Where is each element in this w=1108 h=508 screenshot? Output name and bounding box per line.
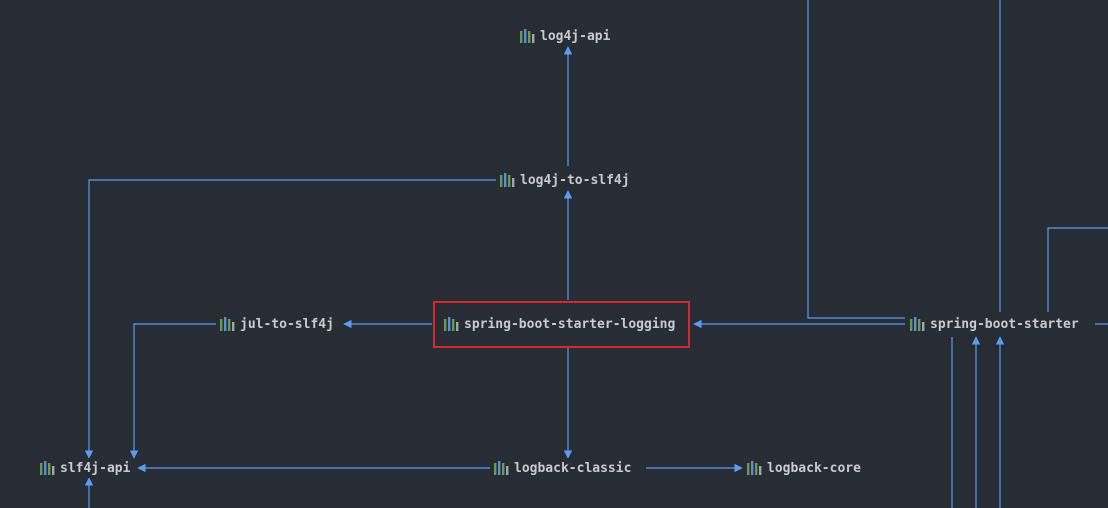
node-log4j-api[interactable]: log4j-api xyxy=(516,26,614,46)
node-log4j-to-slf4j[interactable]: log4j-to-slf4j xyxy=(496,170,633,190)
selected-node-highlight xyxy=(433,301,690,348)
node-label: log4j-to-slf4j xyxy=(520,172,630,188)
node-label: logback-classic xyxy=(514,460,632,476)
edge-offscreen-top-1 xyxy=(807,0,905,319)
maven-module-icon xyxy=(493,461,510,475)
maven-module-icon xyxy=(443,317,460,331)
maven-module-icon xyxy=(499,173,516,187)
node-spring-boot-starter[interactable]: spring-boot-starter xyxy=(906,314,1082,334)
node-label: logback-core xyxy=(767,460,861,476)
edge-offscreen-right xyxy=(1047,227,1108,312)
maven-module-icon xyxy=(909,317,926,331)
edge-log4j-to-slf4j-to-slf4j-api xyxy=(84,179,497,459)
node-label: spring-boot-starter xyxy=(930,316,1079,332)
edge-jul-to-slf4j-to-slf4j-api xyxy=(129,323,217,459)
maven-module-icon xyxy=(219,317,236,331)
maven-module-icon xyxy=(39,461,56,475)
node-logback-classic[interactable]: logback-classic xyxy=(490,458,635,478)
node-spring-boot-starter-logging[interactable]: spring-boot-starter-logging xyxy=(440,314,679,334)
node-label: spring-boot-starter-logging xyxy=(464,316,676,332)
node-logback-core[interactable]: logback-core xyxy=(743,458,864,478)
node-jul-to-slf4j[interactable]: jul-to-slf4j xyxy=(216,314,337,334)
node-label: slf4j-api xyxy=(60,460,131,476)
maven-module-icon xyxy=(519,29,536,43)
node-slf4j-api[interactable]: slf4j-api xyxy=(36,458,134,478)
node-label: jul-to-slf4j xyxy=(240,316,334,332)
maven-module-icon xyxy=(746,461,763,475)
node-label: log4j-api xyxy=(540,28,611,44)
